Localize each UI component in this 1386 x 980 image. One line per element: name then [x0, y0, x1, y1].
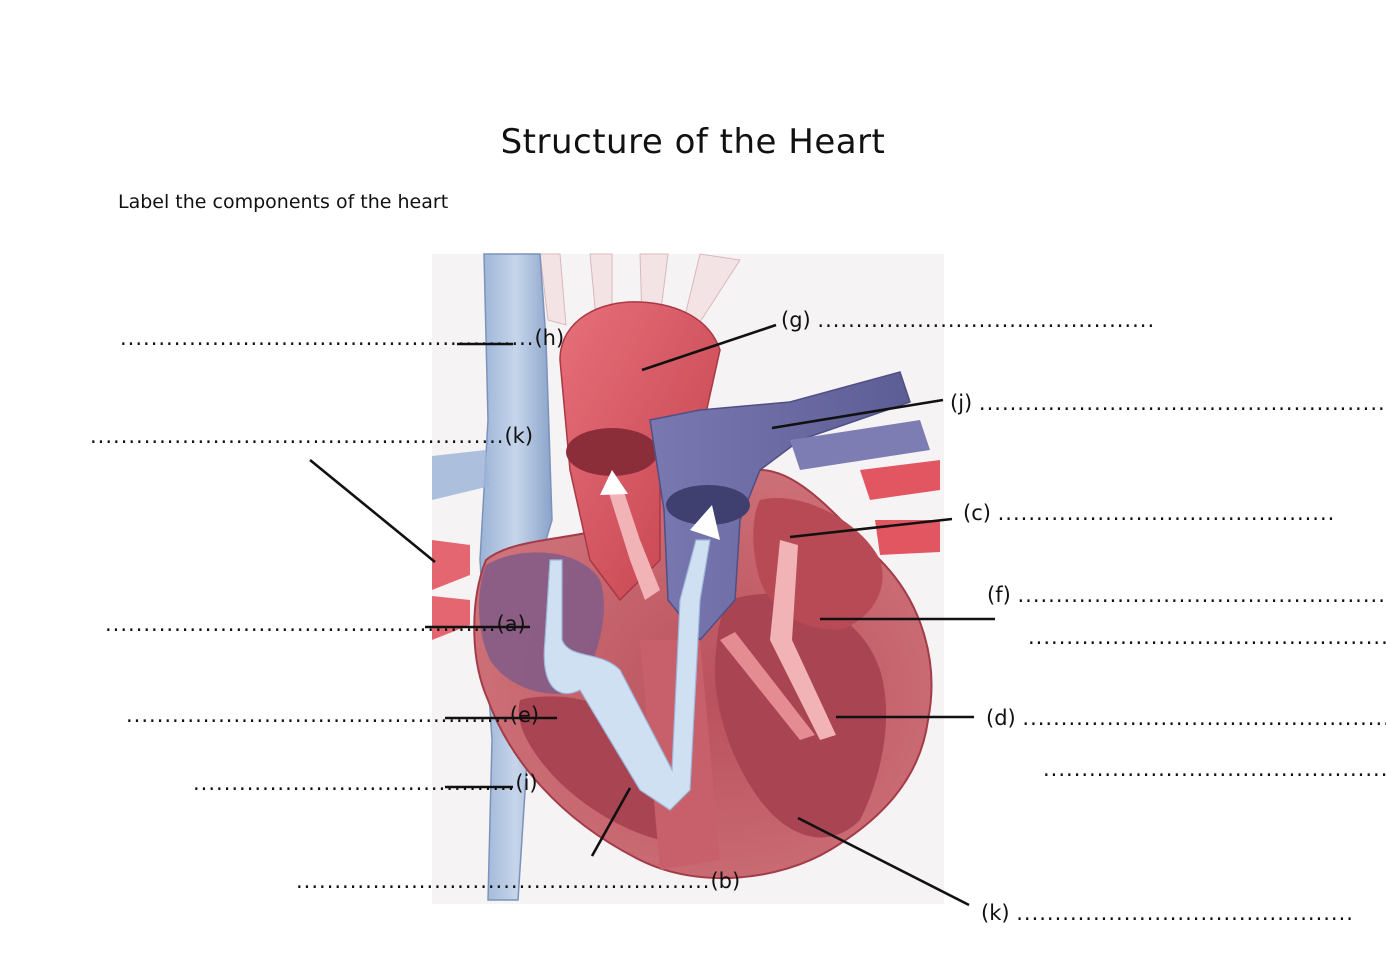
label-j: (j)	[950, 391, 973, 415]
left-ventricle	[714, 593, 887, 838]
answer-blank-j[interactable]: ........................................…	[978, 391, 1386, 415]
answer-row-b: ........................................…	[296, 869, 740, 893]
answer-row-e: ........................................…	[126, 703, 539, 727]
label-k-left: (k)	[504, 424, 534, 448]
answer-blank-d-line2[interactable]: ........................................…	[1043, 757, 1386, 781]
leader-lines	[309, 323, 995, 907]
left-pulmonary-vessel-2	[432, 596, 470, 640]
pulmonary-artery-opening	[666, 485, 750, 525]
answer-blank-f-line2[interactable]: ........................................…	[1028, 625, 1386, 649]
oxygenated-flow-arrow	[608, 486, 660, 600]
page-title: Structure of the Heart	[500, 122, 886, 162]
answer-blank-k-left[interactable]: ........................................…	[90, 424, 505, 448]
answer-blank-d[interactable]: ........................................…	[1022, 706, 1386, 730]
answer-row-a: ........................................…	[105, 612, 526, 636]
label-d: (d)	[986, 706, 1016, 730]
answer-row-f-line2: ........................................…	[1028, 625, 1386, 649]
left-pulmonary-vessel	[432, 540, 470, 590]
label-b: (b)	[710, 869, 741, 893]
answer-blank-e[interactable]: ........................................…	[126, 703, 510, 727]
leader-g	[641, 323, 777, 372]
label-f: (f)	[987, 583, 1011, 607]
answer-row-f: (f) ....................................…	[987, 583, 1386, 607]
right-pulmonary-vein	[860, 460, 940, 500]
label-a: (a)	[496, 612, 526, 636]
leader-k-right	[797, 816, 970, 907]
label-h: (h)	[534, 326, 565, 350]
label-g: (g)	[781, 308, 811, 332]
answer-row-c: (c) ....................................…	[963, 501, 1335, 525]
answer-row-d: (d) ....................................…	[986, 706, 1386, 730]
leader-b	[590, 787, 632, 857]
answer-row-j: (j) ....................................…	[950, 391, 1386, 415]
answer-blank-h[interactable]: ........................................…	[120, 326, 535, 350]
oxygenated-flow-arrow-2	[770, 540, 836, 740]
answer-blank-f[interactable]: ........................................…	[1017, 583, 1386, 607]
leader-j	[771, 398, 944, 430]
left-pulmonary-vein	[432, 450, 490, 500]
answer-row-d-line2: ........................................…	[1043, 757, 1386, 781]
answer-blank-c[interactable]: ........................................…	[997, 501, 1336, 525]
right-pulmonary-vein-2	[875, 520, 940, 555]
answer-row-g: (g) ....................................…	[781, 308, 1155, 332]
label-e: (e)	[509, 703, 540, 727]
pulmonary-artery	[649, 371, 911, 642]
answer-row-h: ........................................…	[120, 326, 564, 350]
answer-row-k-right: (k) ....................................…	[981, 901, 1354, 925]
instruction-text: Label the components of the heart	[118, 191, 449, 213]
oxygenated-flow-arrow-3	[720, 632, 815, 740]
leader-c	[789, 517, 953, 539]
label-c: (c)	[963, 501, 991, 525]
flow-arrowhead-red	[600, 470, 628, 495]
answer-blank-i[interactable]: ........................................…	[193, 771, 516, 795]
pulmonary-artery-branch	[790, 420, 930, 470]
deoxygenated-flow-arrow	[543, 539, 711, 811]
answer-row-k-left: ........................................…	[90, 424, 533, 448]
flow-arrowhead-blue	[690, 505, 720, 540]
leader-k-left	[309, 458, 436, 564]
answer-row-i: ........................................…	[193, 771, 538, 795]
label-k-right: (k)	[981, 901, 1010, 925]
answer-blank-k-right[interactable]: ........................................…	[1016, 901, 1354, 925]
answer-blank-g[interactable]: ........................................…	[817, 308, 1156, 332]
answer-blank-b[interactable]: ........................................…	[296, 869, 711, 893]
label-i: (i)	[515, 771, 538, 795]
aorta-opening	[566, 428, 658, 476]
answer-blank-a[interactable]: ........................................…	[105, 612, 497, 636]
